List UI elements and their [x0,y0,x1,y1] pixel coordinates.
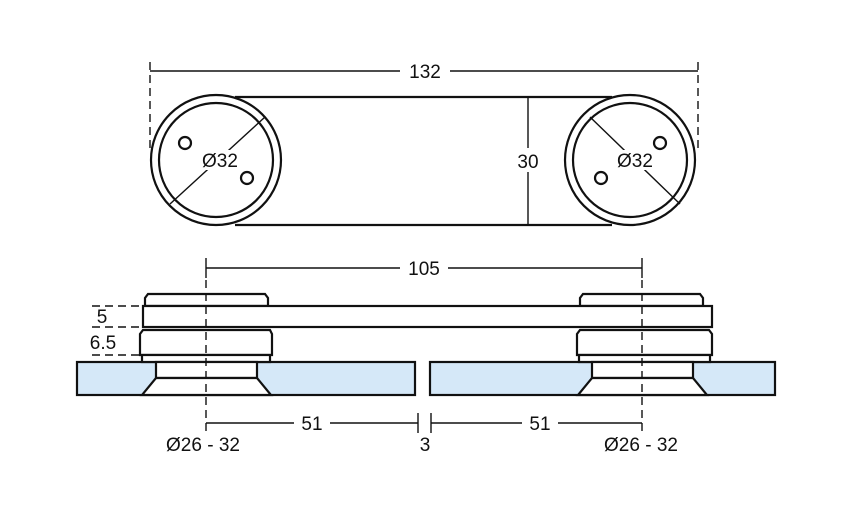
left-screw-hole [177,135,193,151]
label-mask [522,412,558,434]
label-mask [294,412,330,434]
right-hole-diameter-label: Ø26 - 32 [604,435,678,456]
label-mask [199,150,241,170]
dimension-label-51-left: 51 [301,414,322,435]
side-view: 105 5 6.5 51 51 3 Ø26 - 32 Ø26 - 32 [75,257,777,456]
dimension-label-132: 132 [409,62,441,83]
left-ring [138,328,274,357]
dimension-label-51-right: 51 [529,414,550,435]
right-diameter-label: Ø32 [617,151,653,172]
connecting-plate [141,304,714,329]
right-screw-hole [593,170,609,186]
right-screw-hole [652,135,668,151]
left-hole-diameter-label: Ø26 - 32 [166,435,240,456]
right-disc-inner [571,101,689,219]
label-mask [614,150,656,170]
dimension-label-30: 30 [517,152,538,173]
dimension-label-105: 105 [408,259,440,280]
right-ring [575,328,714,357]
label-mask [512,148,544,172]
left-diameter-label: Ø32 [202,151,238,172]
dimension-label-5: 5 [97,307,108,328]
left-screw-hole [239,170,255,186]
left-disc-inner [157,101,275,219]
label-mask [400,60,450,82]
top-view: 132 30 Ø32 Ø32 [149,60,699,227]
label-mask [400,257,448,279]
dimension-label-gap: 3 [420,435,431,456]
dimension-label-6-5: 6.5 [90,333,116,354]
